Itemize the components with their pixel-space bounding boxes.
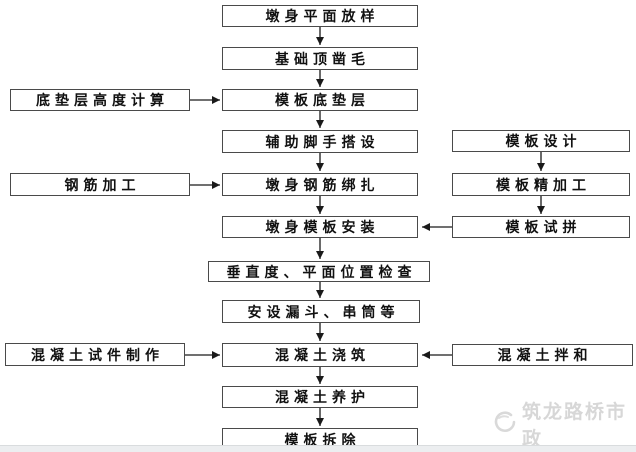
node-rebar-processing: 钢筋加工	[10, 173, 190, 196]
watermark-text: 筑龙路桥市政	[522, 401, 628, 450]
bottom-gray-bar	[0, 445, 636, 452]
node-pier-plane-layout: 墩身平面放样	[222, 5, 418, 27]
node-install-hopper-chute: 安设漏斗、串筒等	[222, 300, 420, 323]
node-cushion-height-calc: 底垫层高度计算	[10, 89, 190, 111]
node-formwork-trial-assembly: 模板试拼	[452, 216, 630, 238]
watermark: 筑龙路桥市政	[490, 397, 636, 451]
node-concrete-specimen-making: 混凝土试件制作	[5, 343, 185, 366]
node-concrete-mixing: 混凝土拌和	[452, 344, 633, 366]
node-pier-formwork-install: 墩身模板安装	[222, 216, 418, 238]
node-pier-rebar-tying: 墩身钢筋绑扎	[222, 173, 418, 196]
node-foundation-top-chiseling: 基础顶凿毛	[222, 47, 418, 70]
node-verticality-position-check: 垂直度、平面位置检查	[208, 261, 430, 282]
zhulong-logo-icon	[490, 408, 518, 440]
node-concrete-curing: 混凝土养护	[222, 386, 418, 408]
node-auxiliary-scaffolding: 辅助脚手搭设	[222, 130, 418, 153]
node-formwork-fine-processing: 模板精加工	[452, 173, 630, 196]
node-concrete-pouring: 混凝土浇筑	[222, 343, 418, 367]
node-formwork-bottom-cushion: 模板底垫层	[222, 89, 418, 111]
node-formwork-design: 模板设计	[452, 130, 630, 152]
